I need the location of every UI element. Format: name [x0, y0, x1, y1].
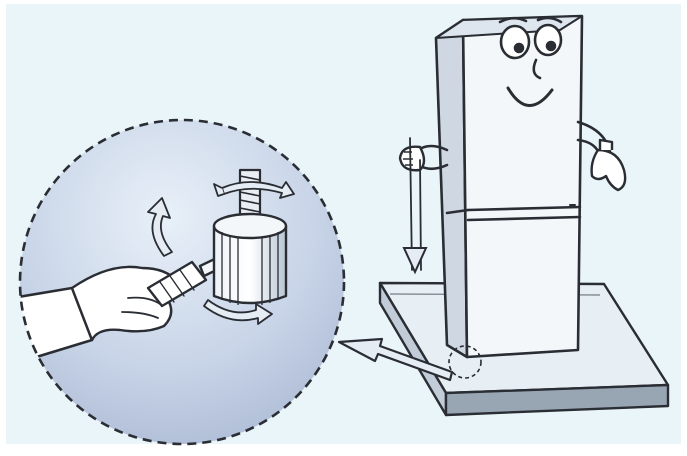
- threaded-bolt-icon: [240, 170, 260, 220]
- adjusting-foot-knob-icon: [214, 214, 286, 305]
